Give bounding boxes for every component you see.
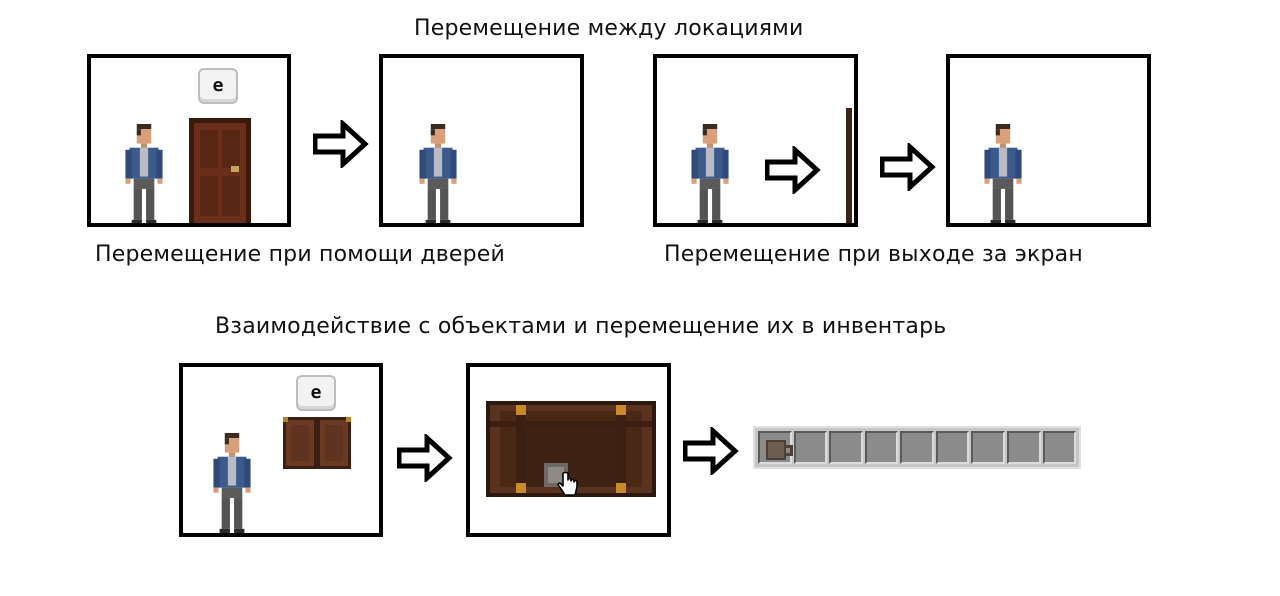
scene-interaction-before: e — [179, 363, 383, 537]
character-sprite — [125, 124, 163, 223]
screen-edge — [846, 108, 852, 223]
hand-cursor-icon — [557, 471, 578, 496]
interact-key-cap: e — [198, 68, 238, 104]
interaction-title: Взаимодействие с объектами и перемещение… — [215, 314, 947, 339]
arrow-icon — [683, 427, 739, 475]
character-sprite — [419, 124, 457, 223]
scene-chest-open — [466, 363, 671, 537]
character-sprite — [984, 124, 1022, 223]
main-title: Перемещение между локациями — [414, 16, 804, 41]
character-sprite — [213, 433, 251, 533]
door — [189, 118, 251, 223]
doors-caption: Перемещение при помощи дверей — [95, 242, 506, 267]
inventory-slot[interactable] — [1042, 431, 1077, 464]
inventory-slot[interactable] — [829, 431, 863, 464]
inventory-slot[interactable] — [1006, 431, 1041, 464]
inventory-slot[interactable] — [935, 431, 970, 464]
mug-item-icon — [766, 440, 793, 460]
scene-door-after — [379, 54, 584, 227]
inventory-hotbar — [753, 426, 1081, 469]
inventory-slot[interactable] — [864, 431, 899, 464]
arrow-icon — [765, 146, 821, 194]
scene-door-before: e — [87, 54, 291, 227]
scene-screen-exit-before — [653, 54, 858, 227]
inventory-slot[interactable] — [971, 431, 1005, 464]
scene-screen-exit-after — [946, 54, 1151, 227]
character-sprite — [691, 124, 729, 223]
screen-exit-caption: Перемещение при выходе за экран — [664, 242, 1083, 267]
arrow-icon — [397, 434, 453, 482]
inventory-slot[interactable] — [900, 431, 934, 464]
arrow-icon — [880, 143, 936, 191]
chest-closed — [283, 417, 351, 469]
inventory-slot[interactable] — [758, 431, 793, 464]
interact-key-cap: e — [296, 375, 336, 411]
inventory-slot[interactable] — [793, 431, 828, 464]
arrow-icon — [313, 120, 369, 168]
